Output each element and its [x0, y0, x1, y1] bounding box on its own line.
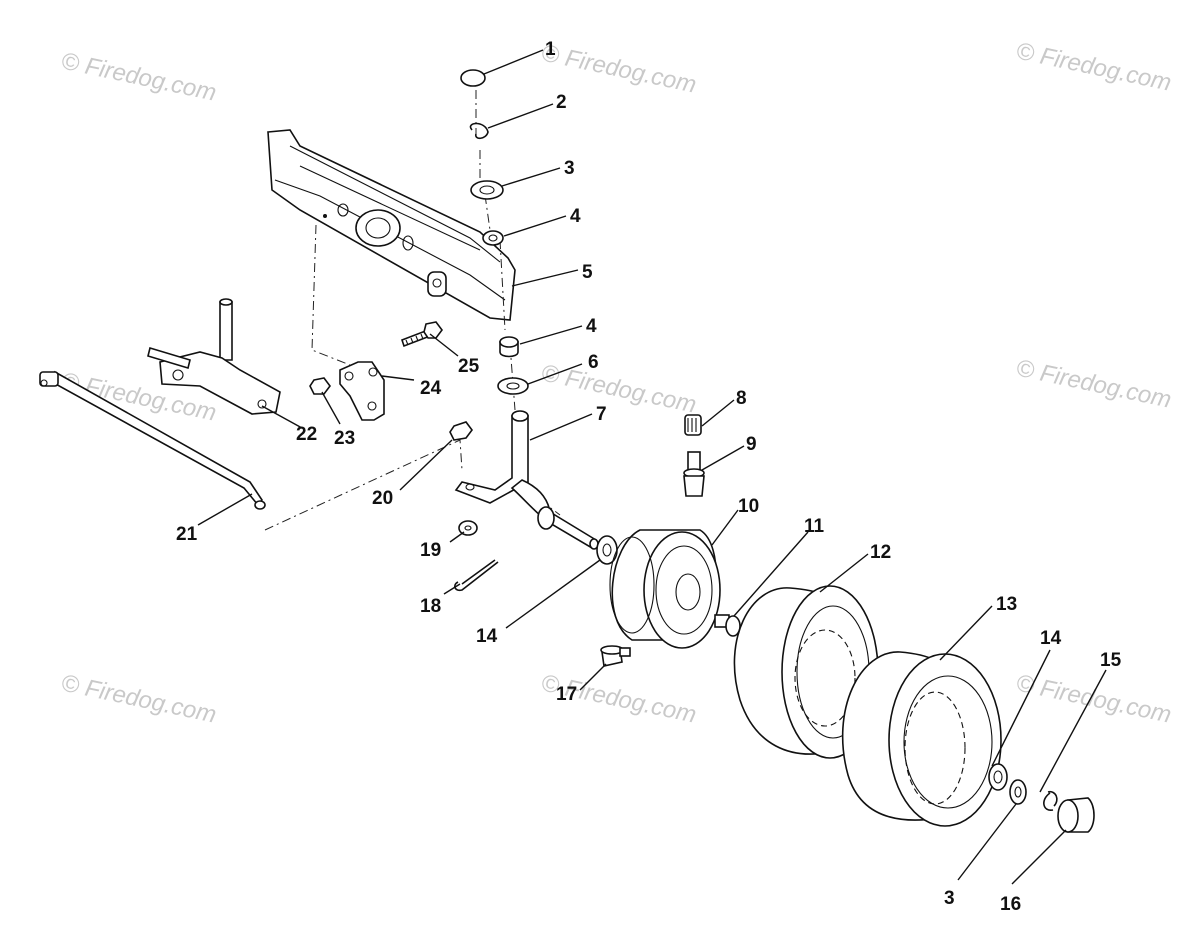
part-16-hub-cap [1057, 797, 1095, 833]
callout-8: 8 [736, 388, 747, 409]
callout-3-top: 3 [564, 158, 575, 179]
watermark-3: © Firedog.com [1014, 37, 1174, 96]
callout-18: 18 [420, 596, 441, 617]
part-10-wheel-rim [609, 529, 721, 649]
part-4-bushing-bottom [499, 336, 519, 358]
watermark-5: © Firedog.com [539, 359, 699, 418]
part-2-clip [469, 122, 489, 140]
watermark-9: © Firedog.com [1014, 669, 1174, 728]
part-23-nut [309, 377, 331, 395]
part-1-cap [460, 69, 486, 87]
callout-22: 22 [296, 424, 317, 445]
watermark-2: © Firedog.com [539, 39, 699, 98]
watermark-7: © Firedog.com [59, 669, 219, 728]
callout-21: 21 [176, 524, 198, 545]
leader-lines [197, 49, 1107, 885]
part-4-bushing-top [482, 230, 504, 246]
part-6-washer [497, 377, 529, 395]
callout-13: 13 [996, 594, 1017, 615]
callout-25: 25 [458, 356, 480, 377]
callout-4-top: 4 [570, 206, 581, 227]
axle-beam [267, 129, 516, 321]
callout-19: 19 [420, 540, 441, 561]
callout-labels: 1 2 3 4 5 4 6 7 8 9 10 11 12 13 14 14 15… [176, 39, 1122, 915]
part-15-e-clip [1043, 790, 1058, 811]
part-25-bolt [400, 321, 443, 348]
part-13-tire [841, 651, 1002, 827]
part-7-spindle [454, 410, 599, 550]
part-21-drag-link [39, 370, 266, 510]
callout-14-outer: 14 [1040, 628, 1062, 649]
callout-3-bottom: 3 [944, 888, 955, 909]
callout-9: 9 [746, 434, 757, 455]
part-18-cotter-pin [453, 559, 499, 592]
callout-1: 1 [545, 39, 556, 60]
part-14-washer-outer [988, 763, 1008, 791]
part-9-valve-stem [683, 451, 705, 497]
callout-12: 12 [870, 542, 891, 563]
callout-24: 24 [420, 378, 442, 399]
part-20-nut [449, 421, 473, 441]
part-3-washer-outer [1009, 779, 1027, 805]
watermark-1: © Firedog.com [59, 47, 219, 106]
callout-14-inner: 14 [476, 626, 498, 647]
part-14-washer-inner [596, 535, 618, 565]
callout-5: 5 [582, 262, 593, 283]
watermark-6: © Firedog.com [1014, 354, 1174, 413]
callout-6: 6 [588, 352, 599, 373]
part-17-grease-fitting [600, 645, 631, 667]
callout-4-bottom: 4 [586, 316, 597, 337]
callout-16: 16 [1000, 894, 1021, 915]
part-24-bracket [339, 361, 385, 421]
part-11-bushing [714, 614, 741, 637]
callout-17: 17 [556, 684, 577, 705]
part-3-washer [470, 180, 504, 200]
callout-2: 2 [556, 92, 567, 113]
part-22-steering-arm [147, 298, 281, 415]
callout-11: 11 [804, 516, 825, 537]
callout-15: 15 [1100, 650, 1122, 671]
part-8-valve-cap [684, 414, 702, 436]
callout-20: 20 [372, 488, 393, 509]
callout-23: 23 [334, 428, 355, 449]
callout-7: 7 [596, 404, 607, 425]
callout-10: 10 [738, 496, 759, 517]
